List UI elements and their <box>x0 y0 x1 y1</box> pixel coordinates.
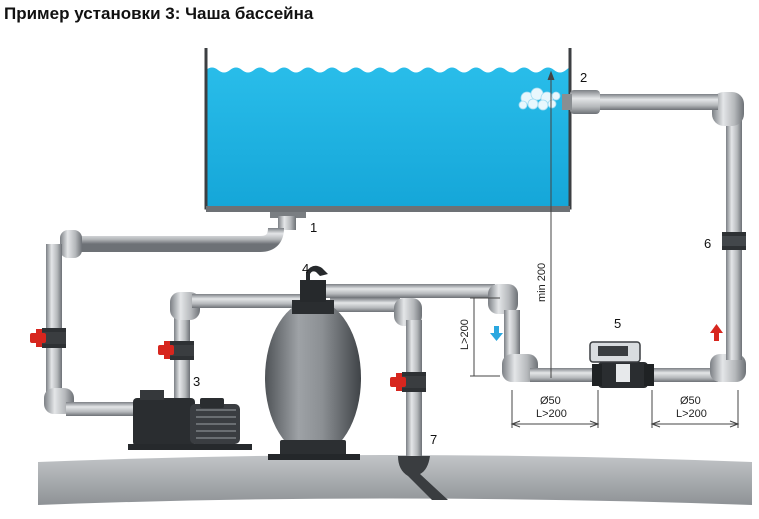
dim-left-length: L>200 <box>536 408 567 420</box>
dim-left-diameter: Ø50 <box>540 395 561 407</box>
callout-5: 5 <box>614 316 621 331</box>
callout-2: 2 <box>580 70 587 85</box>
valve-handle-icon <box>390 373 426 391</box>
dim-right-diameter: Ø50 <box>680 395 701 407</box>
callout-4: 4 <box>302 261 309 276</box>
heater <box>589 341 654 388</box>
valve-handle-icon <box>158 341 194 359</box>
ground <box>38 455 752 505</box>
pump <box>128 390 252 450</box>
valve-handle-icon <box>30 329 66 347</box>
pool-basin <box>204 48 572 212</box>
dim-right-length: L>200 <box>676 408 707 420</box>
callout-3: 3 <box>193 374 200 389</box>
drain-outlet <box>398 456 448 500</box>
flow-down-arrow-icon <box>490 326 503 341</box>
callout-6: 6 <box>704 236 711 251</box>
callout-1: 1 <box>310 220 317 235</box>
dimension-lines <box>470 70 740 428</box>
return-bubbles <box>518 87 561 111</box>
flow-up-arrow-icon <box>710 324 723 341</box>
page-title: Пример установки 3: Чаша бассейна <box>4 4 314 23</box>
dim-vertical-length: L>200 <box>459 319 471 350</box>
sand-filter <box>265 265 361 460</box>
dim-min-height: min 200 <box>536 263 548 302</box>
callout-7: 7 <box>430 432 437 447</box>
pipe-unions <box>42 232 746 392</box>
pipe-network <box>44 90 746 456</box>
